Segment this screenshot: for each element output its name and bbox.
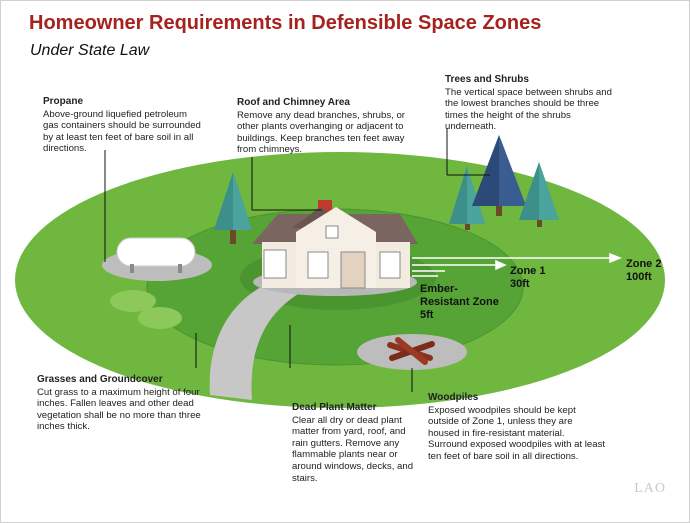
label-zone1-line1: Zone 1: [510, 265, 546, 277]
callout-roof-body: Remove any dead branches, shrubs, or oth…: [237, 109, 405, 156]
callout-woodpiles-heading: Woodpiles: [428, 392, 479, 403]
label-zone-2: Zone 2 100ft: [626, 258, 661, 284]
tree-right-2: [519, 162, 559, 227]
lao-logo: LAO: [634, 481, 666, 496]
tree-right-navy: [472, 135, 526, 216]
callout-trees-body: The vertical space between shrubs and th…: [445, 86, 612, 133]
tree-left: [214, 172, 252, 244]
woodpile: [387, 337, 435, 365]
callout-propane-heading: Propane: [43, 96, 84, 107]
label-zone2-line1: Zone 2: [626, 258, 662, 270]
walkway-path: [209, 278, 305, 400]
zone-arrows: [412, 252, 623, 277]
page-subtitle: Under State Law: [30, 42, 150, 59]
callout-roof-heading: Roof and Chimney Area: [237, 97, 350, 108]
callout-propane-body: Above-ground liquefied petroleum gas con…: [43, 108, 201, 155]
callout-deadplant-body: Clear all dry or dead plant matter from …: [292, 414, 414, 484]
label-zone1-line2: 30ft: [510, 278, 530, 290]
house: [252, 200, 418, 289]
label-ember-line1: Ember-: [420, 283, 458, 295]
callout-grasses: Grasses and Groundcover Cut grass to a m…: [37, 374, 205, 433]
callout-propane: Propane Above-ground liquefied petroleum…: [43, 96, 205, 155]
callout-deadplant-heading: Dead Plant Matter: [292, 402, 377, 413]
label-zone-1: Zone 1 30ft: [510, 265, 545, 291]
callout-grasses-heading: Grasses and Groundcover: [37, 374, 163, 385]
callout-grasses-body: Cut grass to a maximum height of four in…: [37, 386, 201, 433]
label-ember-line3: 5ft: [420, 309, 434, 321]
callout-trees-shrubs: Trees and Shrubs The vertical space betw…: [445, 74, 623, 133]
page-title: Homeowner Requirements in Defensible Spa…: [29, 12, 542, 34]
label-ember-line2: Resistant Zone: [420, 296, 499, 308]
label-ember-zone: Ember- Resistant Zone 5ft: [420, 283, 499, 322]
callout-trees-heading: Trees and Shrubs: [445, 74, 529, 85]
callout-roof-chimney: Roof and Chimney Area Remove any dead br…: [237, 97, 407, 156]
callout-woodpiles-body: Exposed woodpiles should be kept outside…: [428, 404, 606, 462]
label-zone2-line2: 100ft: [626, 271, 652, 283]
callout-woodpiles: Woodpiles Exposed woodpiles should be ke…: [428, 392, 606, 463]
leader-lines: [104, 128, 490, 392]
shrubs: [110, 290, 182, 329]
callout-dead-plant: Dead Plant Matter Clear all dry or dead …: [292, 402, 414, 484]
tree-right-1: [449, 166, 485, 230]
propane-tank: [116, 237, 196, 273]
